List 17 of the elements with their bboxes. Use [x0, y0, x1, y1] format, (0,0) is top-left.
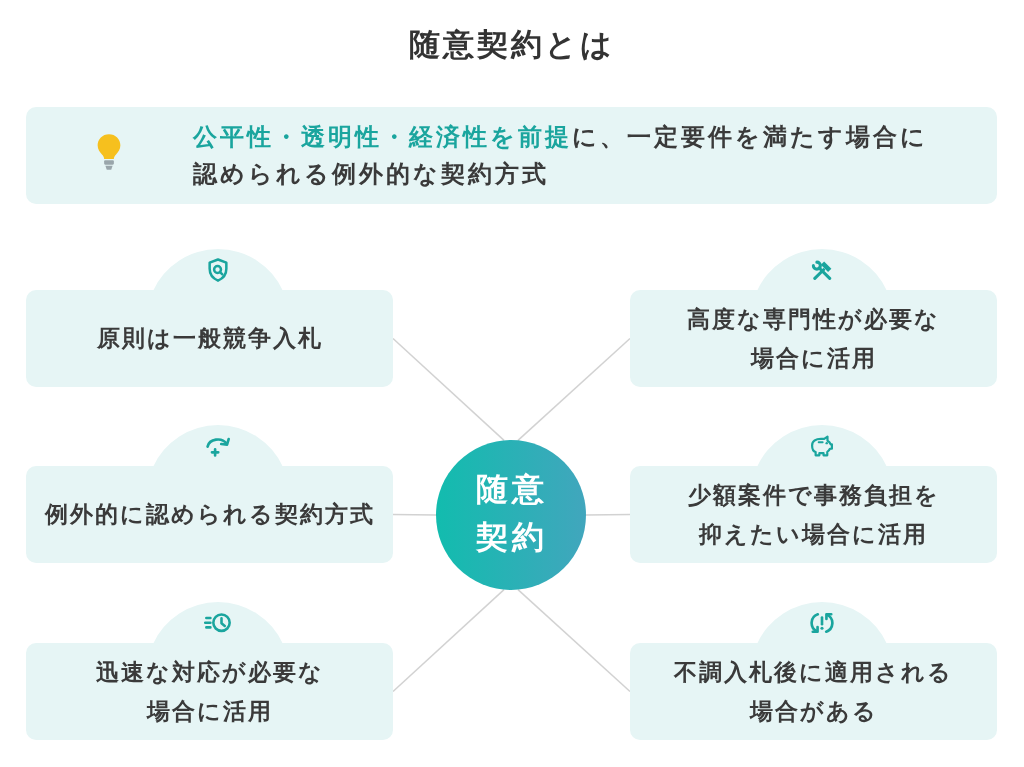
card-text: 少額案件で事務負担を抑えたい場合に活用: [686, 480, 941, 549]
connector-line: [517, 588, 631, 693]
card-text: 例外的に認められる契約方式: [44, 500, 375, 529]
center-circle: [436, 440, 586, 590]
connector-line: [585, 513, 631, 516]
connector-line: [392, 337, 505, 442]
connector-line: [517, 337, 631, 442]
title: 随意契約とは: [409, 25, 615, 64]
connector-line: [392, 588, 505, 693]
card-text: 高度な専門性が必要な場合に活用: [686, 304, 941, 373]
connector-line: [392, 513, 437, 516]
summary-text: 公平性・透明性・経済性を前提に、一定要件を満たす場合に認められる例外的な契約方式: [193, 121, 929, 190]
center-text: 随意契約: [476, 469, 549, 558]
card-text: 原則は一般競争入札: [96, 324, 323, 353]
card-text: 不調入札後に適用される場合がある: [673, 657, 954, 726]
card-text: 迅速な対応が必要な場合に活用: [94, 657, 325, 726]
summary-banner: [26, 107, 997, 204]
